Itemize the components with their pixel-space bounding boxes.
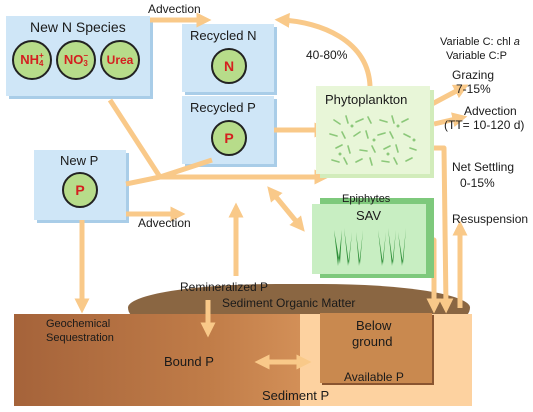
- ground-label: ground: [352, 334, 393, 349]
- phytoplankton-cells-icon: [329, 115, 417, 166]
- pct-40-80-label: 40-80%: [306, 48, 348, 62]
- sediment-organic-matter-layer: [128, 284, 470, 318]
- grazing-pct-label: 7-15%: [456, 82, 491, 96]
- sediment-organic-label: Sediment Organic Matter: [222, 296, 356, 310]
- new-p-circle: P: [62, 172, 98, 208]
- variable-c-label: Variable C: chl a: [440, 36, 520, 48]
- advection-top-label: Advection: [148, 2, 201, 16]
- recycled-p-to-junction-arrow: [159, 157, 213, 180]
- new-p-to-junction-arrow: [125, 174, 161, 187]
- sav-box: [312, 204, 426, 274]
- bound-p-label: Bound P: [164, 354, 214, 369]
- nh4-label: NH+4: [20, 51, 44, 69]
- phyto-sav-arrow: [267, 186, 305, 232]
- recycled-n-title: Recycled N: [190, 28, 257, 43]
- net-settling-pct-label: 0-15%: [460, 176, 495, 190]
- grazing-arrow: [430, 84, 469, 107]
- no3-label: NO−3: [63, 51, 89, 69]
- geochemical-label: Geochemical: [46, 318, 111, 330]
- advection-right-label: Advection: [464, 104, 517, 118]
- variable-cp-label: Variable C:P: [446, 50, 507, 62]
- recycled-p-title: Recycled P: [190, 100, 256, 115]
- sav-label: SAV: [356, 208, 382, 223]
- advection-mid-label: Advection: [138, 216, 191, 230]
- recycled-n-symbol: N: [223, 58, 235, 74]
- new-n-species-title: New N Species: [30, 19, 126, 35]
- new-n-to-phyto-arrow: [107, 98, 163, 179]
- resuspension-label: Resuspension: [452, 212, 529, 226]
- below-label: Below: [356, 318, 392, 333]
- recycled-n-circle: N: [211, 48, 247, 84]
- grazing-label: Grazing: [452, 68, 495, 82]
- sequestration-label: Sequestration: [46, 332, 114, 344]
- new-p-symbol: P: [75, 182, 85, 198]
- epiphytes-label: Epiphytes: [342, 193, 391, 205]
- tt-label: (TT= 10-120 d): [444, 118, 525, 132]
- phytoplankton-title: Phytoplankton: [325, 92, 408, 107]
- new-p-title: New P: [60, 153, 99, 168]
- net-settling-arrow: [430, 145, 454, 314]
- urea-label: Urea: [106, 53, 134, 67]
- below-ground-box: [320, 313, 432, 383]
- urea-circle: Urea: [100, 40, 140, 80]
- recycled-p-symbol: P: [224, 130, 234, 146]
- phyto-to-recycled-n-arrow: [274, 12, 373, 87]
- no3-circle: NO−3: [56, 40, 96, 80]
- net-settling-label: Net Settling: [452, 160, 515, 174]
- recycled-p-circle: P: [211, 120, 247, 156]
- available-p-label: Available P: [344, 370, 404, 384]
- seagrass-icon: [334, 228, 406, 266]
- remineralized-label: Remineralized P: [180, 280, 269, 294]
- sediment-p-label: Sediment P: [262, 388, 330, 403]
- advection-right-arrow: [433, 112, 468, 127]
- nh4-circle: NH+4: [12, 40, 52, 80]
